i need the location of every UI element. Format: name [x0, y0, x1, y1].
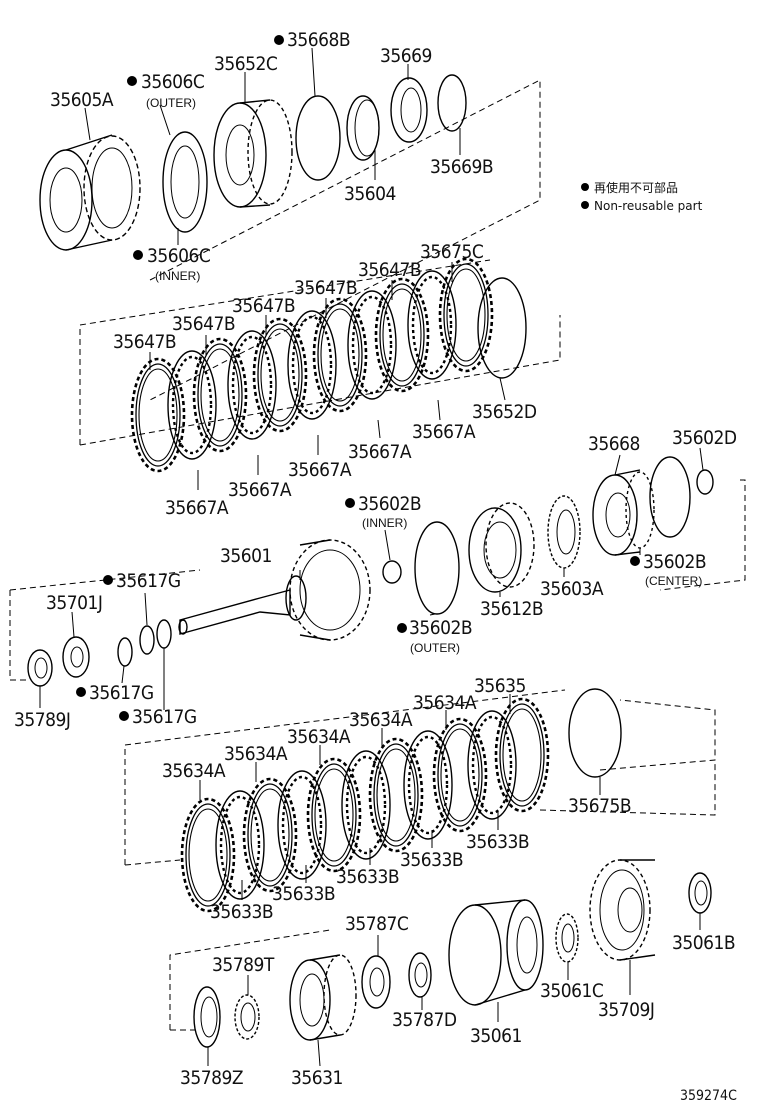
bearing-35701J — [62, 636, 90, 678]
figure-number: 359274C — [680, 1088, 737, 1104]
label-35633B-2: 35633B — [272, 883, 335, 905]
label-35617G-3: 35617G — [132, 706, 197, 728]
label-35709J: 35709J — [598, 999, 654, 1021]
washer-35787C — [361, 955, 391, 1009]
label-35667A-2: 35667A — [228, 479, 292, 501]
snapring-35675B — [568, 688, 622, 778]
drum-35605A — [39, 134, 141, 251]
label-35789Z: 35789Z — [180, 1067, 243, 1089]
legend-jp: 再使用不可部品 — [594, 180, 678, 195]
label-35617G-2: 35617G — [89, 682, 154, 704]
group-clutch-b — [79, 257, 561, 473]
label-35634A-2: 35634A — [224, 743, 288, 765]
label-35789T: 35789T — [212, 954, 275, 976]
label-35061C: 35061C — [540, 980, 604, 1002]
label-35634A-4: 35634A — [349, 709, 413, 731]
drum-35061 — [448, 899, 544, 1006]
label-outer-a: (OUTER) — [146, 96, 196, 110]
bearing-35789T — [234, 994, 260, 1040]
label-35634A-3: 35634A — [287, 726, 351, 748]
piston-35652C — [213, 99, 293, 208]
group-top — [39, 74, 541, 401]
label-35647B-2: 35647B — [172, 313, 235, 335]
group-shaft — [9, 456, 746, 687]
label-inner-b: (INNER) — [362, 516, 407, 530]
label-35606C-inner: 35606C — [147, 245, 211, 267]
label-35617G-1: 35617G — [116, 570, 181, 592]
label-35652D: 35652D — [472, 401, 537, 423]
ring-35604 — [346, 95, 380, 161]
shaft-35601 — [178, 539, 371, 641]
label-35667A-5: 35667A — [412, 421, 476, 443]
label-35061: 35061 — [470, 1025, 522, 1047]
leader-lines — [39, 47, 704, 1067]
label-35602B-center: 35602B — [643, 551, 706, 573]
bearing-35603A — [547, 495, 581, 569]
label-outer-b: (OUTER) — [410, 641, 460, 655]
label-35612B: 35612B — [480, 598, 543, 620]
label-35667A-3: 35667A — [288, 459, 352, 481]
ring-35602B-outer — [414, 521, 460, 615]
bearing-35789Z — [193, 986, 221, 1048]
label-35635: 35635 — [474, 675, 526, 697]
gear-35631 — [289, 954, 357, 1041]
label-35667A-4: 35667A — [348, 441, 412, 463]
label-35633B-1: 35633B — [210, 901, 273, 923]
label-35603A: 35603A — [540, 578, 604, 600]
label-35669: 35669 — [380, 45, 432, 67]
label-35652C: 35652C — [214, 53, 278, 75]
label-35633B-4: 35633B — [400, 849, 463, 871]
seal-35669 — [390, 77, 428, 143]
label-35604: 35604 — [344, 183, 396, 205]
legend-en: Non-reusable part — [594, 199, 703, 213]
label-35606C-outer: 35606C — [141, 71, 205, 93]
washer-35789J — [27, 649, 53, 687]
group-bottom — [169, 859, 712, 1048]
label-35675B: 35675B — [568, 795, 631, 817]
label-35647B-5: 35647B — [358, 259, 421, 281]
bearing-35061B — [688, 872, 712, 914]
label-35667A-1: 35667A — [165, 497, 229, 519]
label-35668: 35668 — [588, 433, 640, 455]
carrier-35668 — [592, 469, 655, 556]
label-35647B-1: 35647B — [113, 331, 176, 353]
label-35605A: 35605A — [50, 89, 114, 111]
nonreusable-markers — [76, 35, 640, 721]
group-clutch-a — [124, 688, 716, 913]
label-35602B-outer: 35602B — [409, 617, 472, 639]
label-35787C: 35787C — [345, 913, 409, 935]
label-35631: 35631 — [291, 1067, 343, 1089]
label-35701J: 35701J — [46, 592, 102, 614]
label-35675C: 35675C — [420, 241, 484, 263]
label-35633B-3: 35633B — [336, 866, 399, 888]
snapring-35669B — [437, 74, 467, 132]
bearing-35061C — [555, 913, 579, 963]
ring-35602D — [696, 469, 714, 495]
ring-35602B-center — [649, 456, 691, 538]
washer-35606C — [162, 131, 208, 233]
part-labels: 35605A 35606C (OUTER) 35652C 35668B 3566… — [14, 29, 737, 1104]
label-35633B-5: 35633B — [466, 831, 529, 853]
label-35789J: 35789J — [14, 709, 70, 731]
bearing-35787D — [408, 952, 432, 998]
ringgear-35709J — [589, 859, 656, 961]
gear-35612B — [468, 502, 535, 593]
legend: 再使用不可部品 Non-reusable part — [581, 180, 703, 213]
label-35602D: 35602D — [672, 427, 737, 449]
label-35647B-4: 35647B — [294, 277, 357, 299]
oring-35668B — [295, 95, 341, 181]
ring-35602B-inner — [382, 560, 402, 584]
label-35787D: 35787D — [392, 1009, 457, 1031]
label-35602B-inner: 35602B — [358, 493, 421, 515]
label-35647B-3: 35647B — [232, 295, 295, 317]
label-35634A-5: 35634A — [413, 692, 477, 714]
label-inner-a: (INNER) — [155, 269, 200, 283]
label-35668B: 35668B — [287, 29, 350, 51]
label-35601: 35601 — [220, 545, 272, 567]
label-35061B: 35061B — [672, 932, 735, 954]
label-35669B: 35669B — [430, 156, 493, 178]
label-center-b: (CENTER) — [645, 574, 702, 588]
label-35634A-1: 35634A — [162, 760, 226, 782]
